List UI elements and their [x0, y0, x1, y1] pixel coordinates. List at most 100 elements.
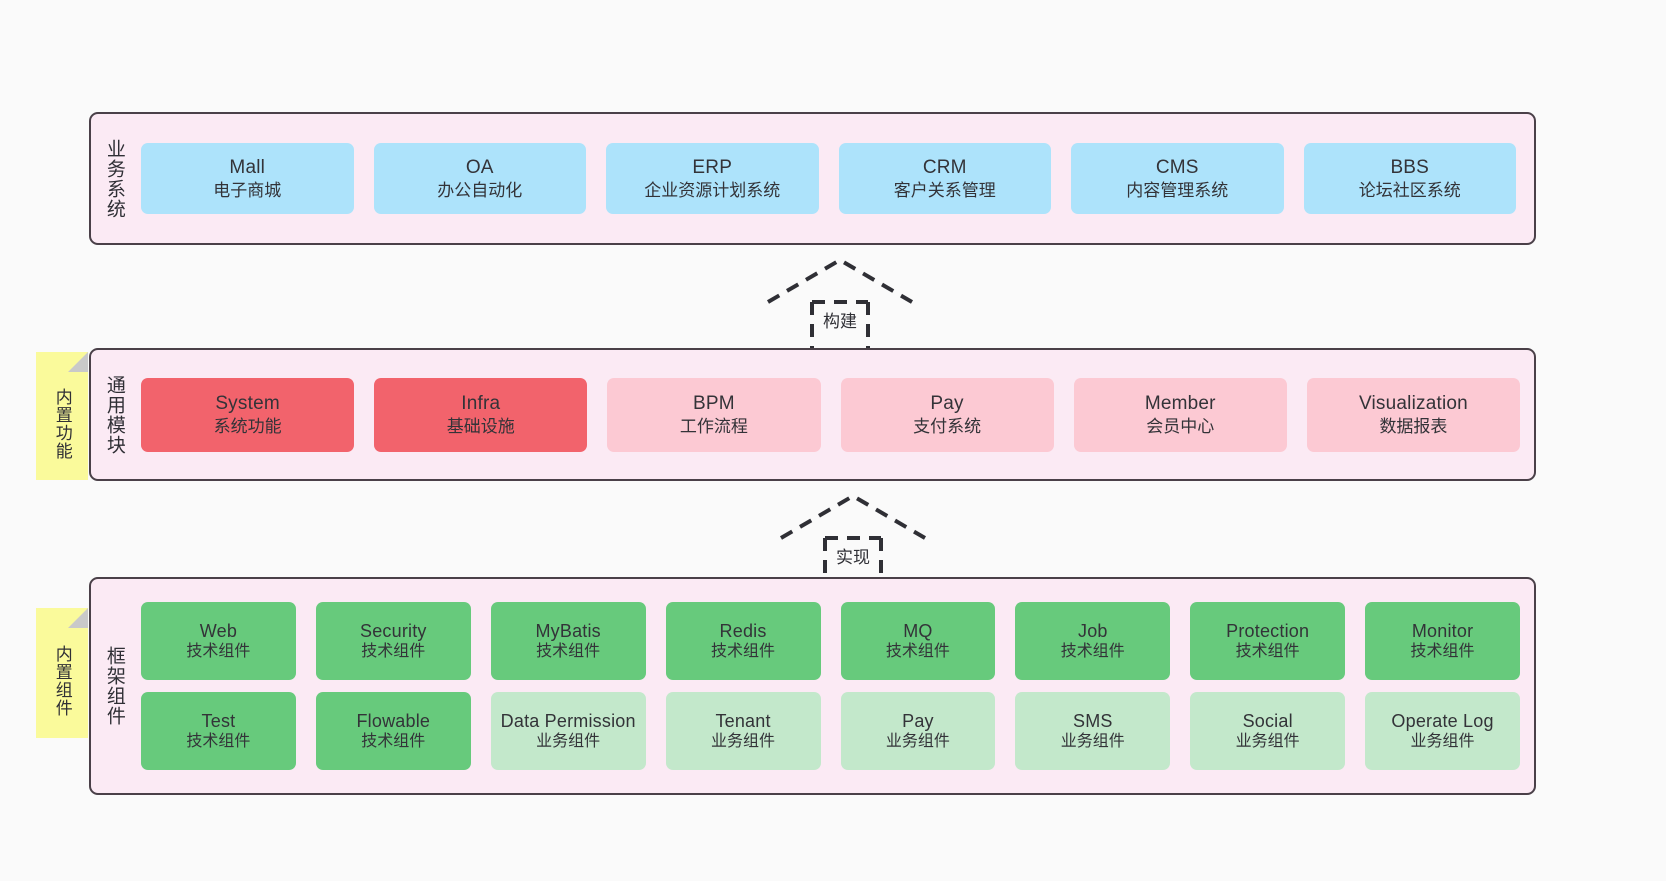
node-label-en: Visualization	[1358, 393, 1468, 415]
node-label-cn: 技术组件	[1235, 643, 1300, 661]
layer-business-systems: 业务系统 Mall 电子商城 OA 办公自动化 ERP 企业资源计划系统 CRM…	[89, 112, 1536, 245]
node-label-en: Data Permission	[500, 710, 636, 731]
node-label-cn: 业务组件	[885, 733, 950, 751]
node-label-en: Test	[201, 710, 236, 731]
node-label-cn: 业务组件	[1060, 733, 1125, 751]
layer-body-framework: Web 技术组件 Security 技术组件 MyBatis 技术组件 Redi…	[137, 579, 1534, 793]
node-mq[interactable]: MQ 技术组件	[840, 602, 996, 680]
node-label-cn: 业务组件	[1410, 733, 1475, 751]
node-label-en: BBS	[1390, 157, 1430, 179]
node-label-en: Security	[360, 620, 427, 641]
node-label-cn: 技术组件	[361, 643, 426, 661]
node-monitor[interactable]: Monitor 技术组件	[1365, 602, 1520, 680]
node-cms[interactable]: CMS 内容管理系统	[1071, 143, 1284, 214]
node-label-en: Job	[1078, 620, 1108, 641]
layer-body-business: Mall 电子商城 OA 办公自动化 ERP 企业资源计划系统 CRM 客户关系…	[137, 114, 1534, 243]
node-row: Test 技术组件 Flowable 技术组件 Data Permission …	[141, 692, 1520, 770]
node-label-cn: 技术组件	[885, 643, 950, 661]
node-social[interactable]: Social 业务组件	[1190, 692, 1346, 770]
node-system[interactable]: System 系统功能	[141, 377, 355, 452]
node-crm[interactable]: CRM 客户关系管理	[838, 143, 1051, 214]
node-row: Web 技术组件 Security 技术组件 MyBatis 技术组件 Redi…	[141, 602, 1520, 680]
generalization-triangle	[779, 493, 927, 540]
node-security[interactable]: Security 技术组件	[315, 602, 471, 680]
node-label-cn: 办公自动化	[437, 180, 523, 200]
node-mybatis[interactable]: MyBatis 技术组件	[490, 602, 646, 680]
note-tag-builtin-functions: 内置功能	[36, 352, 88, 480]
node-label-en: Operate Log	[1391, 710, 1494, 731]
node-sms[interactable]: SMS 业务组件	[1015, 692, 1171, 770]
node-label-en: Flowable	[356, 710, 431, 731]
node-tenant[interactable]: Tenant 业务组件	[665, 692, 821, 770]
node-label-cn: 基础设施	[446, 416, 515, 436]
node-label-cn: 业务组件	[1235, 733, 1300, 751]
connector-label-implement: 实现	[836, 548, 870, 567]
node-label-cn: 系统功能	[213, 416, 282, 436]
node-bpm[interactable]: BPM 工作流程	[607, 377, 821, 452]
node-label-cn: 内容管理系统	[1126, 180, 1229, 200]
node-label-en: Pay	[930, 393, 964, 415]
node-job[interactable]: Job 技术组件	[1015, 602, 1171, 680]
layer-title-framework: 框架组件	[103, 646, 125, 726]
node-data-permission[interactable]: Data Permission 业务组件	[490, 692, 646, 770]
node-label-cn: 业务组件	[536, 733, 601, 751]
node-label-cn: 业务组件	[711, 733, 776, 751]
node-mall[interactable]: Mall 电子商城	[141, 143, 354, 214]
connector-build: 构建	[760, 256, 920, 348]
node-pay-business[interactable]: Pay 业务组件	[840, 692, 996, 770]
node-label-cn: 会员中心	[1146, 416, 1215, 436]
node-label-en: System	[215, 393, 280, 415]
node-bbs[interactable]: BBS 论坛社区系统	[1303, 143, 1516, 214]
layer-title-common: 通用模块	[103, 374, 125, 455]
node-protection[interactable]: Protection 技术组件	[1190, 602, 1346, 680]
node-erp[interactable]: ERP 企业资源计划系统	[606, 143, 819, 214]
node-label-en: SMS	[1073, 710, 1113, 731]
node-label-en: Infra	[461, 393, 501, 415]
node-label-en: Protection	[1226, 620, 1310, 641]
node-label-en: ERP	[692, 157, 733, 179]
node-label-en: Web	[199, 620, 238, 641]
node-label-cn: 电子商城	[213, 180, 282, 200]
node-operate-log[interactable]: Operate Log 业务组件	[1365, 692, 1520, 770]
node-label-en: Monitor	[1411, 620, 1474, 641]
node-label-en: Mall	[229, 157, 266, 179]
node-flowable[interactable]: Flowable 技术组件	[315, 692, 471, 770]
layer-body-common: System 系统功能 Infra 基础设施 BPM 工作流程 Pay 支付系统…	[137, 350, 1534, 479]
node-label-en: MQ	[903, 620, 933, 641]
node-member[interactable]: Member 会员中心	[1073, 377, 1287, 452]
node-label-cn: 技术组件	[711, 643, 776, 661]
node-oa[interactable]: OA 办公自动化	[373, 143, 586, 214]
node-label-cn: 企业资源计划系统	[644, 180, 781, 200]
node-label-en: Social	[1242, 710, 1293, 731]
node-label-cn: 技术组件	[186, 643, 251, 661]
node-label-cn: 技术组件	[186, 733, 251, 751]
layer-common-modules: 通用模块 System 系统功能 Infra 基础设施 BPM 工作流程 Pay…	[89, 348, 1536, 481]
node-label-en: CMS	[1155, 157, 1199, 179]
node-label-cn: 工作流程	[679, 416, 748, 436]
note-tag-builtin-components: 内置组件	[36, 608, 88, 738]
node-label-cn: 技术组件	[1060, 643, 1125, 661]
layer-title-business: 业务系统	[103, 138, 125, 219]
node-row: System 系统功能 Infra 基础设施 BPM 工作流程 Pay 支付系统…	[141, 377, 1521, 452]
layer-framework-components: 框架组件 Web 技术组件 Security 技术组件 MyBatis 技术组件…	[89, 577, 1536, 795]
note-tag-label: 内置功能	[52, 388, 72, 460]
connector-implement: 实现	[773, 492, 933, 584]
node-label-en: Member	[1144, 393, 1216, 415]
node-label-cn: 技术组件	[361, 733, 426, 751]
node-visualization[interactable]: Visualization 数据报表	[1306, 377, 1521, 452]
node-web[interactable]: Web 技术组件	[141, 602, 296, 680]
node-label-cn: 支付系统	[913, 416, 982, 436]
node-label-cn: 客户关系管理	[893, 180, 996, 200]
node-label-cn: 论坛社区系统	[1358, 180, 1461, 200]
connector-label-build: 构建	[823, 312, 857, 331]
node-label-cn: 技术组件	[1410, 643, 1475, 661]
node-label-en: Pay	[902, 710, 934, 731]
node-row: Mall 电子商城 OA 办公自动化 ERP 企业资源计划系统 CRM 客户关系…	[141, 143, 1516, 214]
node-label-en: Redis	[719, 620, 767, 641]
node-label-en: OA	[465, 157, 494, 179]
node-redis[interactable]: Redis 技术组件	[665, 602, 821, 680]
node-infra[interactable]: Infra 基础设施	[374, 377, 588, 452]
node-test[interactable]: Test 技术组件	[141, 692, 296, 770]
node-pay[interactable]: Pay 支付系统	[840, 377, 1054, 452]
